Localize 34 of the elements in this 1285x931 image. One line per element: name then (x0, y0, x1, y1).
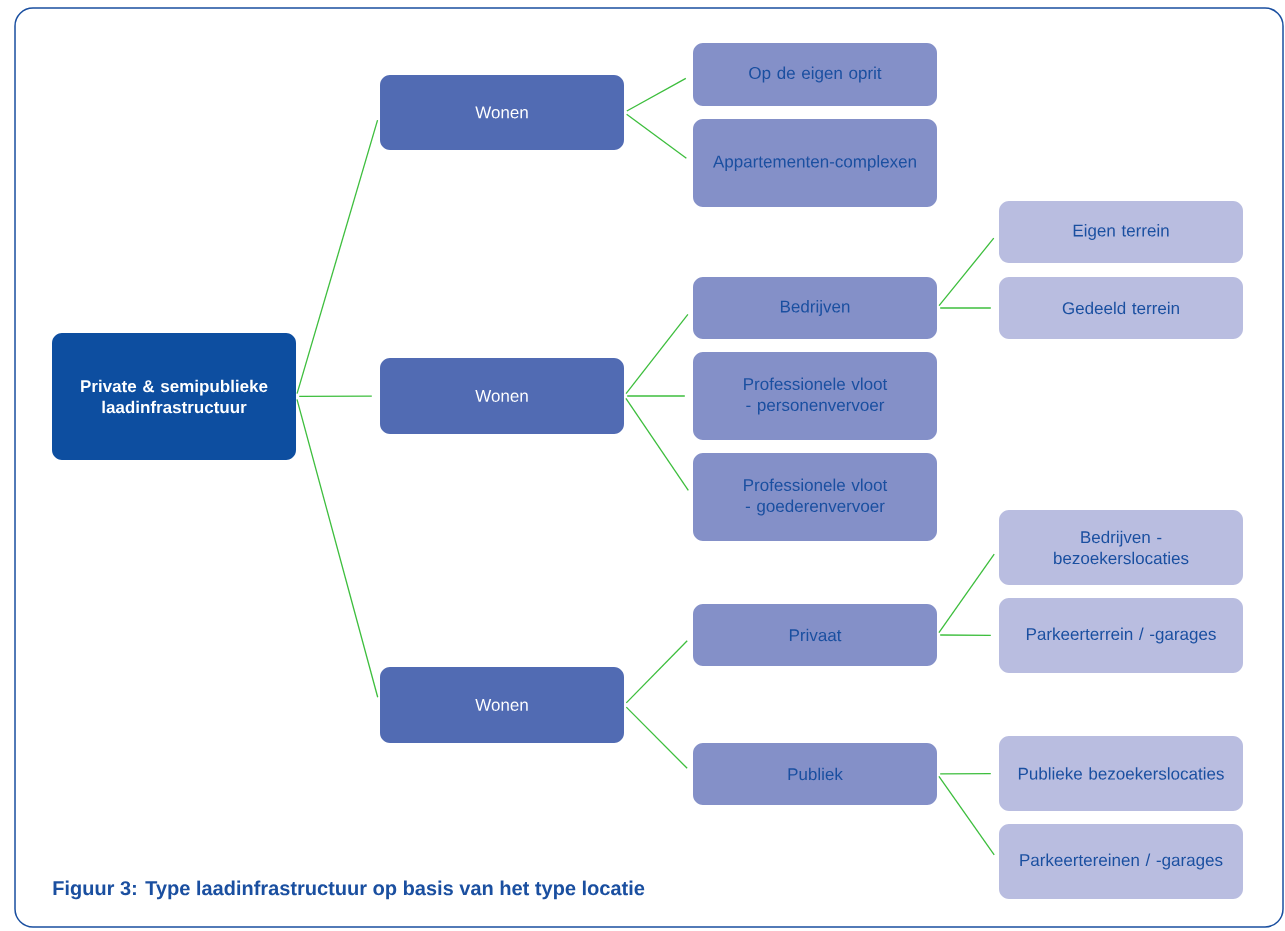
category-box: Wonen (380, 75, 624, 150)
leaf-box: Bedrijven - bezoekerslocaties (999, 510, 1243, 585)
connector-line (625, 640, 688, 704)
connector-line (939, 307, 992, 309)
connector-line (625, 113, 687, 159)
connector-line (296, 398, 379, 698)
connector-line (625, 706, 688, 769)
connector-line (938, 237, 995, 307)
leaf-box: Eigen terrein (999, 201, 1243, 263)
subcategory-box: Publiek (693, 743, 937, 805)
leaf-box: Parkeerterrein / -garages (999, 598, 1243, 673)
root-box: Private & semipublieke laadinfrastructuur (52, 333, 296, 460)
connector-line (296, 119, 379, 395)
leaf-box: Gedeeld terrein (999, 277, 1243, 339)
subcategory-box: Op de eigen oprit (693, 43, 937, 106)
category-box: Wonen (380, 667, 624, 743)
leaf-box: Publieke bezoekerslocaties (999, 736, 1243, 811)
leaf-box: Parkeertereinen / -garages (999, 824, 1243, 899)
connector-line (939, 634, 992, 637)
connector-line (938, 553, 995, 634)
caption: Figuur 3: Type laadinfrastructuur op basis van het type locatie (53, 880, 645, 900)
category-box: Wonen (380, 358, 624, 434)
connector-line (625, 313, 689, 395)
connector-line (626, 395, 686, 397)
connector-line (298, 395, 373, 398)
subcategory-box: Bedrijven (693, 277, 937, 339)
subcategory-box: Professionele vloot - goederenvervoer (693, 453, 937, 541)
connector-line (939, 772, 992, 775)
connector-line (625, 397, 689, 491)
subcategory-box: Appartementen-complexen (693, 119, 937, 207)
connector-line (938, 775, 995, 856)
subcategory-box: Professionele vloot - personenvervoer (693, 352, 937, 440)
subcategory-box: Privaat (693, 604, 937, 666)
connector-line (626, 77, 687, 112)
